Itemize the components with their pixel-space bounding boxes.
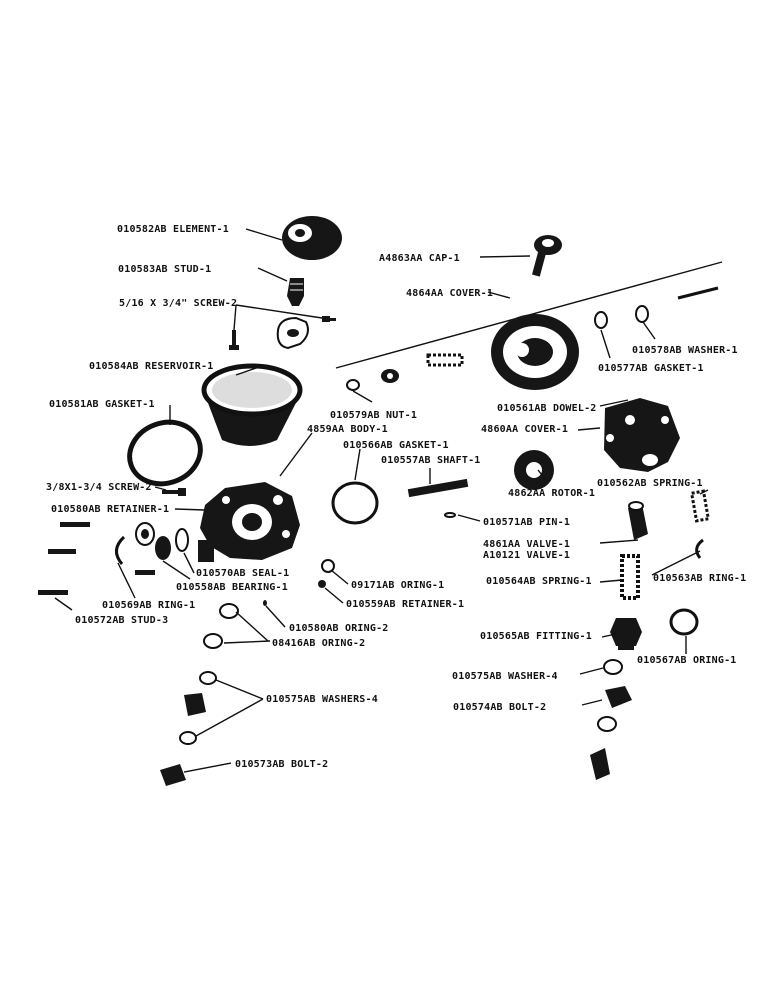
nut-part [346, 369, 399, 391]
label-gasket-right: 010577AB GASKET-1 [598, 363, 704, 374]
gasket-mid-part [331, 481, 379, 525]
stud-part [287, 278, 304, 306]
label-dowel: 010561AB DOWEL-2 [497, 403, 597, 414]
pin-part [444, 512, 456, 518]
cover-plate-assembly [335, 261, 723, 390]
spring-small-part [426, 353, 464, 367]
label-retainer-small: 010559AB RETAINER-1 [346, 599, 464, 610]
label-element: 010582AB ELEMENT-1 [117, 224, 229, 235]
label-stud: 010583AB STUD-1 [118, 264, 211, 275]
reservoir-part [201, 363, 303, 446]
ring-right-part [695, 538, 704, 559]
screw-body-part [162, 488, 186, 496]
leader-lines [54, 228, 709, 773]
label-bearing: 010558AB BEARING-1 [176, 582, 288, 593]
label-washer-bolt: 010575AB WASHER-4 [452, 671, 558, 682]
label-seal: 010570AB SEAL-1 [196, 568, 289, 579]
label-oring-small: 09171AB ORING-1 [351, 580, 444, 591]
label-cover-pump: 4860AA COVER-1 [481, 424, 568, 435]
long-bolt-part [677, 286, 719, 300]
part-labels: 010582AB ELEMENT-1 010583AB STUD-1 5/16 … [46, 224, 746, 770]
label-washers-left: 010575AB WASHERS-4 [266, 694, 378, 705]
screw-top-right [322, 316, 336, 322]
label-cover-top: 4864AA COVER-1 [406, 288, 493, 299]
cap-part [532, 235, 562, 277]
stud-left-parts [38, 522, 155, 595]
rotor-part [514, 450, 554, 490]
label-reservoir: 010584AB RESERVOIR-1 [89, 361, 213, 372]
shaft-part [407, 478, 469, 498]
label-shaft: 010557AB SHAFT-1 [381, 455, 481, 466]
label-oring-right: 010567AB ORING-1 [637, 655, 737, 666]
label-bolt-right: 010574AB BOLT-2 [453, 702, 546, 713]
label-valve-a: 4861AA VALVE-1 [483, 539, 570, 550]
oring-mid-part [203, 600, 267, 649]
bearing-part [155, 536, 171, 560]
pump-cover-part [604, 398, 680, 472]
valve-part [628, 501, 648, 540]
label-screw-top: 5/16 X 3/4" SCREW-2 [119, 298, 237, 309]
washers-left-part [179, 671, 217, 745]
label-oring-lower: 08416AB ORING-2 [272, 638, 365, 649]
label-fitting: 010565AB FITTING-1 [480, 631, 592, 642]
ring-left-part [115, 535, 126, 565]
bolt-left-part [160, 764, 186, 786]
label-washer-right: 010578AB WASHER-1 [632, 345, 738, 356]
bracket-part [276, 316, 309, 350]
bolt-right-part [590, 686, 632, 780]
washer-bolt-part [597, 659, 623, 732]
gasket-right-part [594, 305, 649, 329]
seal-part [175, 528, 189, 552]
spring-long-part [620, 554, 640, 600]
spring-short-part [689, 489, 711, 523]
label-cap: A4863AA CAP-1 [379, 253, 460, 264]
label-stud-left: 010572AB STUD-3 [75, 615, 168, 626]
oring-small-part [318, 559, 335, 588]
label-body: 4859AA BODY-1 [307, 424, 388, 435]
label-nut: 010579AB NUT-1 [330, 410, 417, 421]
fitting-part [610, 618, 642, 650]
label-oring-mid: 010580AB ORING-2 [289, 623, 389, 634]
oring-right-part [669, 608, 699, 636]
screw-top-left [229, 330, 239, 350]
label-bolt-left: 010573AB BOLT-2 [235, 759, 328, 770]
label-ring-right: 010563AB RING-1 [653, 573, 746, 584]
retainer-left-part [135, 522, 155, 546]
label-screw-body: 3/8X1-3/4 SCREW-2 [46, 482, 152, 493]
label-retainer-left: 010580AB RETAINER-1 [51, 504, 169, 515]
label-rotor: 4862AA ROTOR-1 [508, 488, 595, 499]
label-pin: 010571AB PIN-1 [483, 517, 570, 528]
label-spring-long: 010564AB SPRING-1 [486, 576, 592, 587]
label-gasket-mid: 010566AB GASKET-1 [343, 440, 449, 451]
body-part [198, 482, 300, 562]
label-gasket-reservoir: 010581AB GASKET-1 [49, 399, 155, 410]
label-valve-b: A10121 VALVE-1 [483, 550, 570, 561]
label-spring-short: 010562AB SPRING-1 [597, 478, 703, 489]
label-ring-left: 010569AB RING-1 [102, 600, 195, 611]
gasket-reservoir-part [127, 419, 203, 487]
element-part [282, 216, 342, 260]
